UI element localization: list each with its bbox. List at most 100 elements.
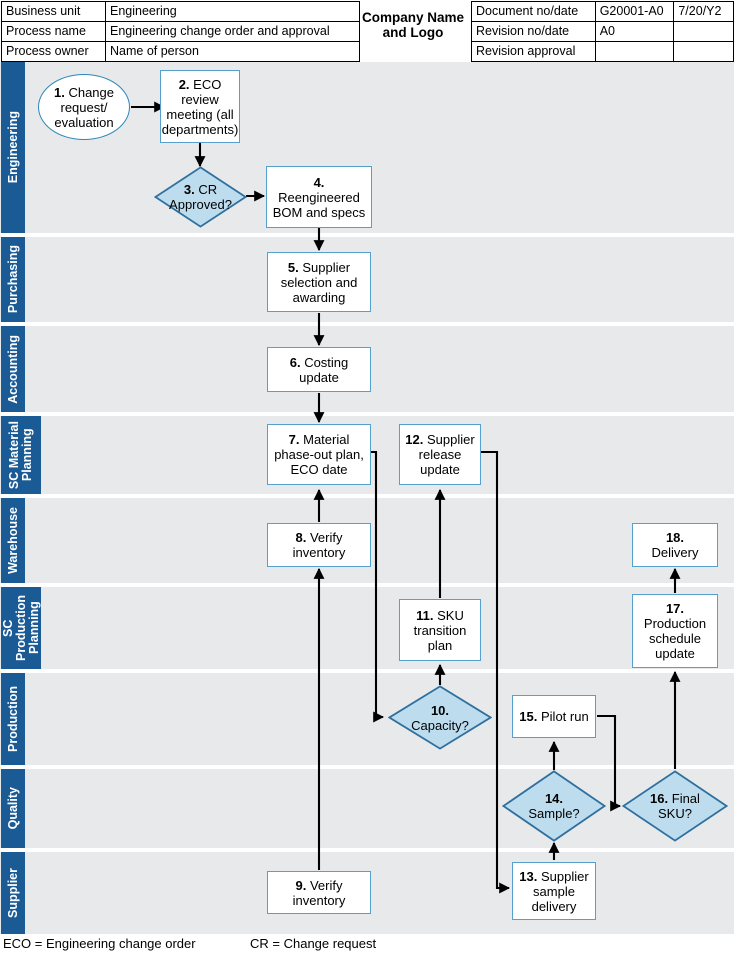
node-5-supplier-selection[interactable]: 5. Supplier selection and awarding (267, 252, 371, 312)
node-1-change-request[interactable]: 1. Change request/ evaluation (38, 74, 130, 140)
document-no-value: G20001-A0 (594, 1, 675, 22)
node-4-text: Reengineered BOM and specs (272, 189, 366, 220)
table-row: Revision no/date A0 (471, 21, 734, 42)
legend-footer: ECO = Engineering change order CR = Chan… (0, 936, 734, 955)
table-row: Business unit Engineering (1, 1, 360, 22)
node-9-verify-inventory-supplier[interactable]: 9. Verify inventory (267, 871, 371, 914)
node-18-number: 18. (665, 530, 685, 545)
diamond-shape (388, 685, 492, 750)
node-7-text: Material phase-out plan, ECO date (274, 432, 364, 477)
node-12-supplier-release-update[interactable]: 12. Supplier release update (399, 424, 481, 485)
node-15-number: 15. (519, 709, 538, 724)
node-13-supplier-sample-delivery[interactable]: 13. Supplier sample delivery (512, 862, 596, 920)
node-6-costing-update[interactable]: 6. Costing update (267, 347, 371, 392)
node-10-label: 10. Capacity? (388, 685, 492, 750)
diamond-shape (622, 770, 728, 842)
node-13-number: 13. (519, 868, 538, 884)
lane-label-quality: Quality (1, 769, 25, 848)
node-8-text: Verify inventory (292, 530, 346, 560)
node-13-text: Supplier sample delivery (531, 868, 589, 914)
revision-no-label: Revision no/date (471, 21, 596, 42)
process-owner-label: Process owner (1, 41, 106, 62)
table-row: Revision approval (471, 41, 734, 62)
node-15-pilot-run[interactable]: 15. Pilot run (512, 695, 596, 738)
node-3-cr-approved[interactable]: 3. CR Approved? (154, 166, 247, 228)
node-3-label: 3. CR Approved? (154, 166, 247, 228)
node-18-delivery[interactable]: 18. Delivery (632, 523, 718, 567)
node-5-number: 5. (287, 259, 299, 275)
node-14-text: Sample? (528, 806, 580, 821)
node-16-label: 16. Final SKU? (622, 770, 728, 842)
document-no-label: Document no/date (471, 1, 596, 22)
legend-cr: CR = Change request (250, 936, 377, 951)
node-18-text: Delivery (651, 545, 699, 560)
table-row: Document no/date G20001-A0 7/20/Y2 (471, 1, 734, 22)
node-12-number: 12. (405, 432, 424, 447)
document-header: Business unit Engineering Process name E… (0, 0, 734, 62)
node-5-text: Supplier selection and awarding (280, 259, 358, 305)
legend-eco: ECO = Engineering change order (3, 936, 196, 951)
diamond-shape (502, 770, 606, 842)
node-3-text: CR Approved? (169, 182, 232, 212)
lane-label-sc-material-planning: SC Material Planning (1, 416, 41, 494)
node-16-final-sku[interactable]: 16. Final SKU? (622, 770, 728, 842)
process-name-value: Engineering change order and approval (105, 21, 360, 42)
node-17-number: 17. (665, 601, 685, 616)
node-3-number: 3. (183, 182, 195, 197)
table-row: Process owner Name of person (1, 41, 360, 62)
lane-label-purchasing: Purchasing (1, 237, 25, 322)
node-12-text: Supplier release update (418, 432, 475, 477)
node-2-number: 2. (178, 76, 190, 92)
lane-label-supplier: Supplier (1, 852, 25, 934)
node-16-text: Final SKU? (658, 791, 700, 821)
table-row: Process name Engineering change order an… (1, 21, 360, 42)
diamond-shape (154, 166, 247, 228)
node-10-number: 10. (430, 702, 450, 718)
lane-label-engineering: Engineering (1, 62, 25, 233)
swimlane-production: Production (0, 673, 734, 765)
process-owner-value: Name of person (105, 41, 360, 62)
revision-approval-label: Revision approval (471, 41, 596, 62)
revision-approval-date (673, 41, 734, 62)
swimlane-sc-production-planning: SC Production Planning (0, 587, 734, 669)
node-9-text: Verify inventory (292, 877, 346, 908)
node-4-reengineered-bom[interactable]: 4. Reengineered BOM and specs (266, 166, 372, 228)
lane-label-sc-production-planning: SC Production Planning (1, 587, 41, 669)
node-14-label: 14. Sample? (502, 770, 606, 842)
node-6-number: 6. (289, 354, 301, 370)
node-11-sku-transition-plan[interactable]: 11. SKU transition plan (399, 599, 481, 661)
node-2-text: ECO review meeting (all departments) (161, 76, 239, 137)
node-7-material-phase-out-plan[interactable]: 7. Material phase-out plan, ECO date (267, 424, 371, 485)
lane-label-accounting: Accounting (1, 326, 25, 412)
node-16-number: 16. (650, 791, 669, 806)
node-8-number: 8. (295, 530, 307, 545)
node-15-text: Pilot run (541, 709, 589, 724)
node-10-capacity[interactable]: 10. Capacity? (388, 685, 492, 750)
node-11-number: 11. (416, 607, 434, 623)
business-unit-label: Business unit (1, 1, 106, 22)
node-1-number: 1. (53, 84, 65, 100)
node-10-text: Capacity? (411, 717, 469, 733)
node-2-eco-review-meeting[interactable]: 2. ECO review meeting (all departments) (160, 70, 240, 143)
company-name-and-logo: Company Name and Logo (361, 10, 465, 40)
node-1-text: Change request/ evaluation (54, 84, 114, 130)
process-name-label: Process name (1, 21, 106, 42)
process-info-table: Business unit Engineering Process name E… (1, 1, 360, 62)
business-unit-value: Engineering (105, 1, 360, 22)
node-9-number: 9. (295, 877, 307, 893)
document-date-value: 7/20/Y2 (673, 1, 734, 22)
node-17-production-schedule-update[interactable]: 17. Production schedule update (632, 594, 718, 668)
node-8-verify-inventory-warehouse[interactable]: 8. Verify inventory (267, 523, 371, 567)
node-4-number: 4. (313, 174, 325, 190)
revision-no-value: A0 (594, 21, 675, 42)
node-7-number: 7. (288, 432, 300, 447)
node-11-text: SKU transition plan (413, 607, 467, 653)
node-14-number: 14. (544, 791, 564, 806)
revision-date-value (673, 21, 734, 42)
lane-label-warehouse: Warehouse (1, 498, 25, 583)
revision-approval-value (594, 41, 675, 62)
node-6-text: Costing update (299, 354, 349, 385)
node-17-text: Production schedule update (643, 616, 707, 661)
document-control-table: Document no/date G20001-A0 7/20/Y2 Revis… (471, 1, 734, 62)
node-14-sample[interactable]: 14. Sample? (502, 770, 606, 842)
